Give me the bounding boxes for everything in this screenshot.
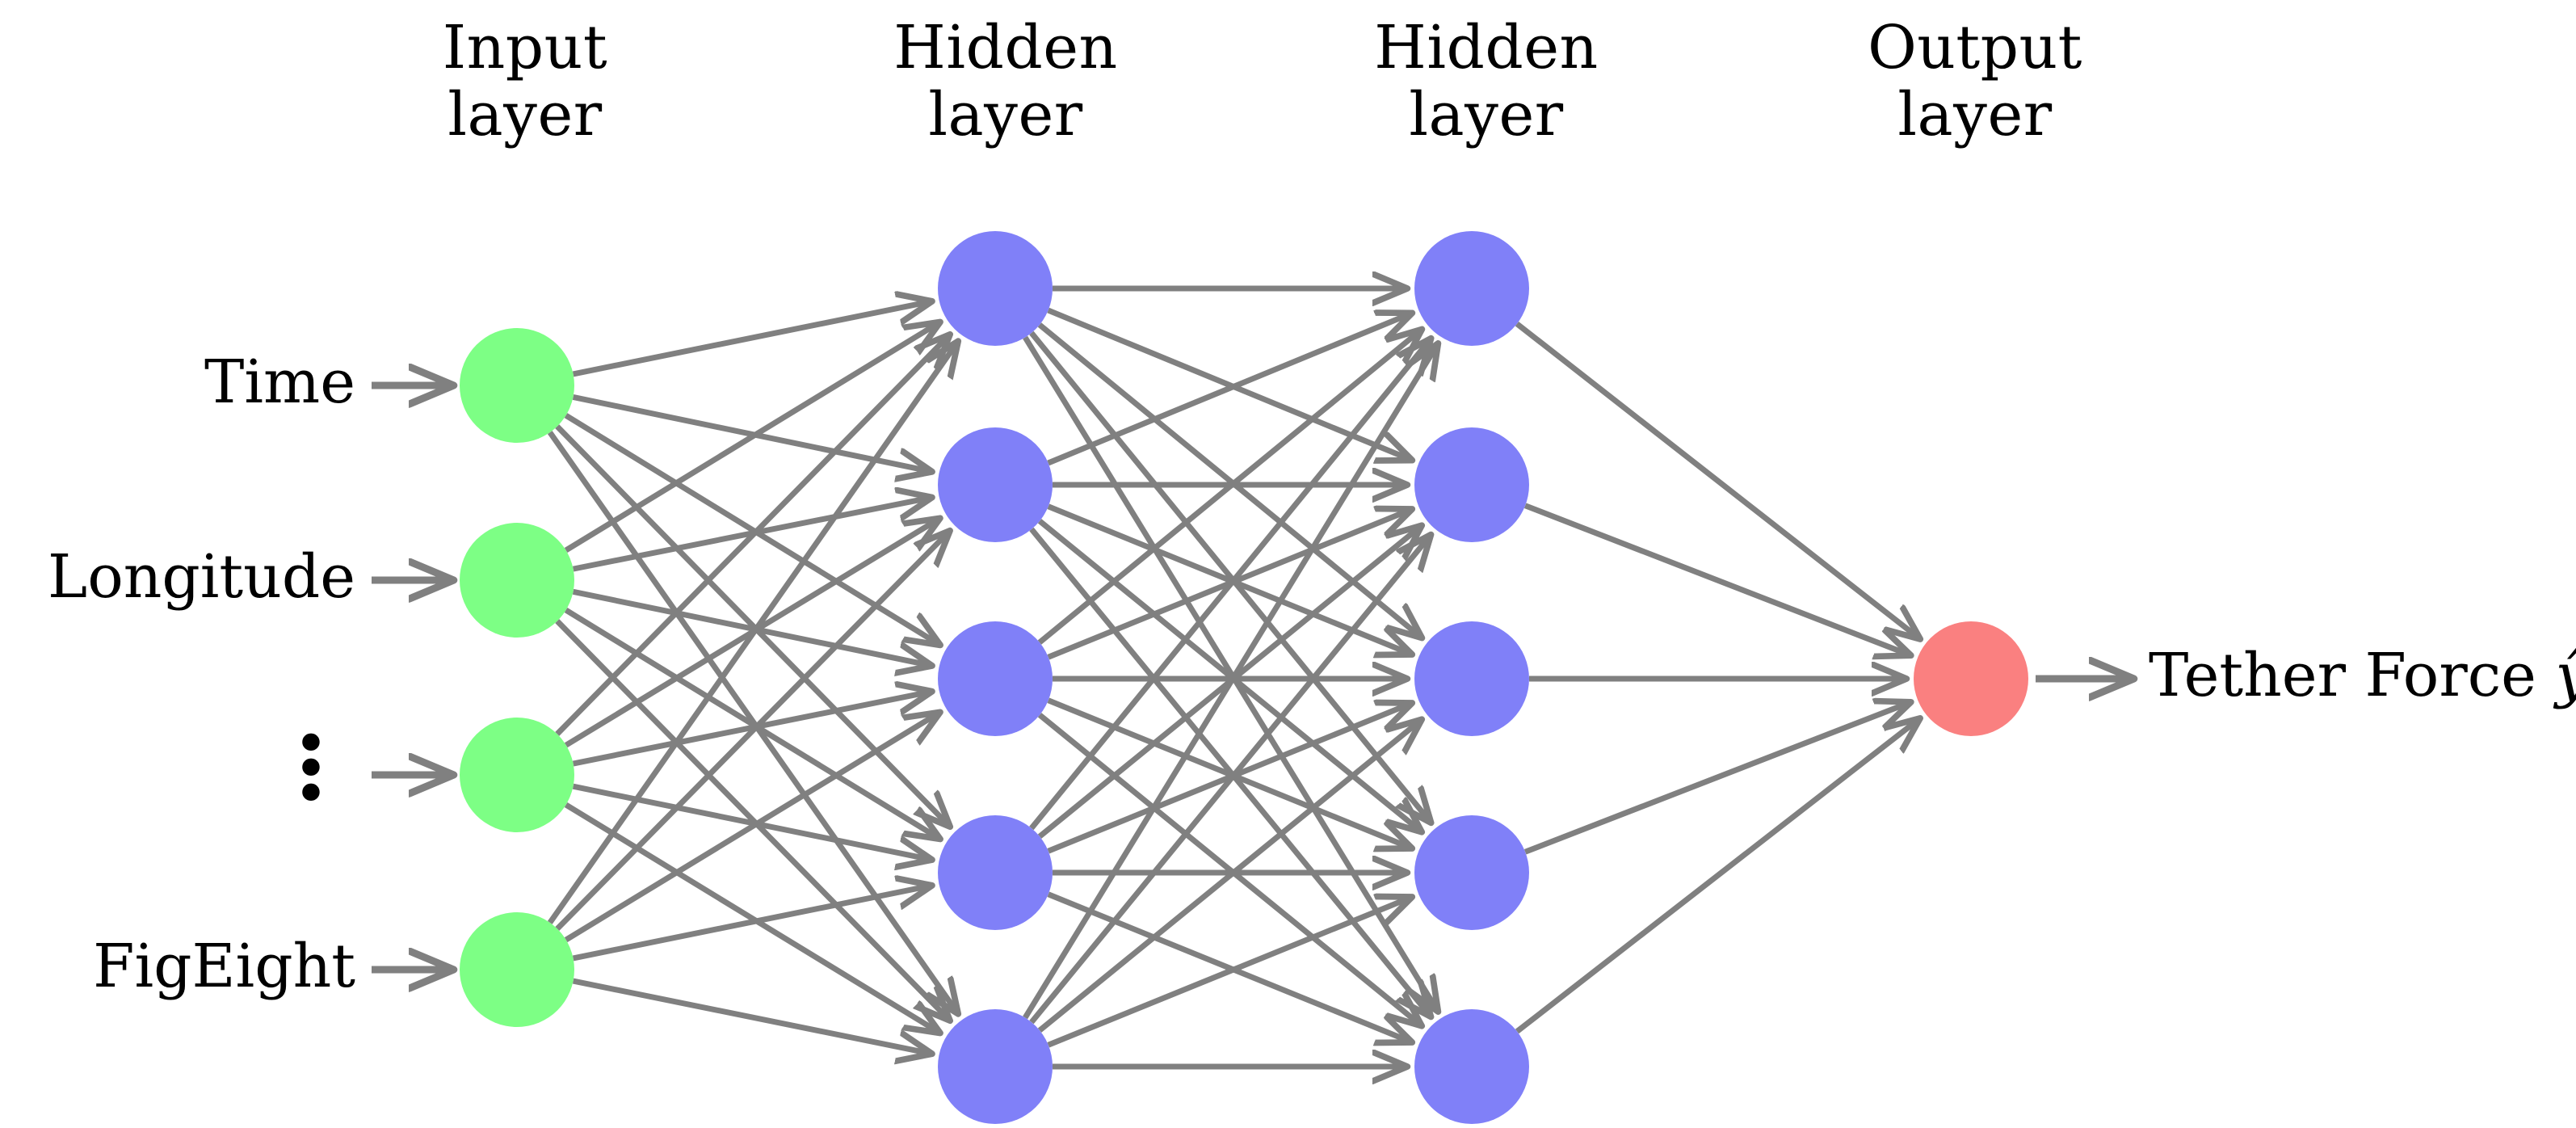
edge-input-0-hidden1-0 [572, 301, 931, 377]
hidden1-node-4 [938, 1009, 1053, 1124]
input-node-3 [460, 912, 574, 1027]
input-node-1 [460, 523, 574, 638]
edge-hidden1-2-hidden2-0 [1037, 330, 1421, 645]
input-label-time: Time [204, 347, 355, 417]
network-nodes [460, 231, 2028, 1124]
edge-input-2-hidden1-0 [555, 335, 949, 736]
edge-input-3-hidden1-4 [572, 978, 931, 1054]
edge-hidden2-1-output-0 [1523, 503, 1910, 655]
input-label-longitude: Longitude [48, 542, 355, 612]
layer-title-input: Input layer [442, 13, 608, 149]
edge-hidden1-1-hidden2-0 [1047, 314, 1411, 466]
layer-title-output: Output layer [1868, 13, 2082, 149]
input-node-2 [460, 718, 574, 832]
layer-title-hidden-2: Hidden layer [1374, 13, 1599, 149]
edge-hidden1-0-hidden2-2 [1037, 322, 1421, 638]
edge-hidden1-4-hidden2-1 [1029, 536, 1431, 1025]
input-node-0 [460, 328, 574, 443]
hidden1-node-1 [938, 427, 1053, 542]
edge-input-3-hidden1-2 [564, 713, 939, 943]
layer-title-hidden-1: Hidden layer [893, 13, 1118, 149]
output-label-tether-force: Tether Force ŷ [2149, 641, 2576, 710]
edge-input-1-hidden1-3 [564, 608, 939, 839]
edge-input-2-hidden1-3 [572, 783, 931, 860]
hidden2-node-1 [1414, 427, 1529, 542]
edges-hidden1-to-hidden2 [1023, 288, 1438, 1067]
edge-hidden1-4-hidden2-2 [1037, 720, 1421, 1033]
io-arrows [372, 385, 2133, 970]
hidden2-node-4 [1414, 1009, 1529, 1124]
edge-input-3-hidden1-1 [555, 532, 949, 931]
edge-hidden2-4-output-0 [1515, 719, 1919, 1034]
hidden2-node-3 [1414, 815, 1529, 930]
edge-hidden1-0-hidden2-3 [1029, 330, 1431, 822]
input-label-figeight: FigEight [93, 932, 355, 1001]
hidden1-node-3 [938, 815, 1053, 930]
edges-hidden2-to-output [1515, 321, 1919, 1034]
edge-input-3-hidden1-0 [547, 342, 958, 924]
hidden2-node-0 [1414, 231, 1529, 346]
edge-hidden2-0-output-0 [1515, 321, 1919, 638]
hidden1-node-2 [938, 621, 1053, 736]
edge-hidden2-3-output-0 [1523, 702, 1910, 855]
edge-hidden1-4-hidden2-0 [1023, 344, 1438, 1020]
input-label-ellipsis-icon: ••• [293, 709, 329, 830]
output-node-0 [1914, 621, 2028, 736]
edge-input-1-hidden1-2 [572, 588, 931, 665]
y-hat-symbol: ŷ [2555, 641, 2576, 710]
hidden1-node-0 [938, 231, 1053, 346]
edge-hidden1-4-hidden2-3 [1047, 898, 1411, 1048]
edge-hidden1-3-hidden2-0 [1029, 339, 1431, 831]
edge-input-3-hidden1-3 [572, 886, 931, 962]
output-label-text: Tether Force [2149, 641, 2556, 710]
edge-input-1-hidden1-0 [564, 322, 939, 553]
edges-input-to-hidden1 [547, 301, 958, 1054]
edge-input-2-hidden1-4 [564, 802, 939, 1033]
hidden2-node-2 [1414, 621, 1529, 736]
